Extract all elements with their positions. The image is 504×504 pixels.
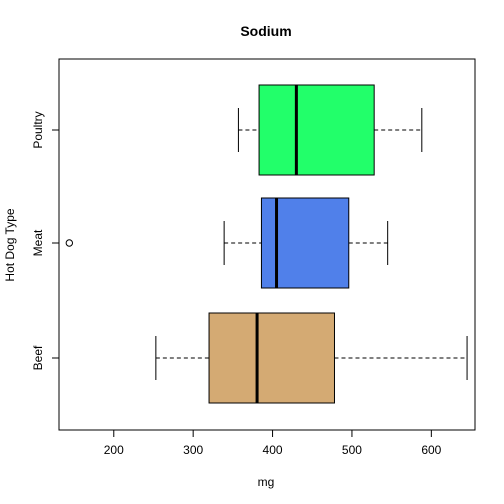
box-body [260,197,350,289]
box-body [258,84,375,176]
y-tick-label-poultry: Poultry [31,111,45,148]
chart-title: Sodium [240,23,291,39]
x-axis-label: mg [258,475,275,489]
y-axis-label: Hot Dog Type [3,208,17,281]
box-body [208,312,335,404]
x-tick-label: 500 [342,443,362,457]
box-beef [155,312,468,404]
box-meat [65,197,389,289]
x-tick-label: 300 [183,443,203,457]
box-poultry [237,84,423,176]
x-tick-label: 600 [421,443,441,457]
y-tick-label-beef: Beef [31,345,45,370]
y-tick-label-meat: Meat [31,229,45,256]
outlier-point [65,239,74,247]
x-tick-label: 200 [104,443,124,457]
y-axis: Beef Meat Poultry [31,111,60,370]
x-tick-label: 400 [263,443,283,457]
x-axis: 200 300 400 500 600 [104,429,442,457]
box-series [65,84,468,404]
